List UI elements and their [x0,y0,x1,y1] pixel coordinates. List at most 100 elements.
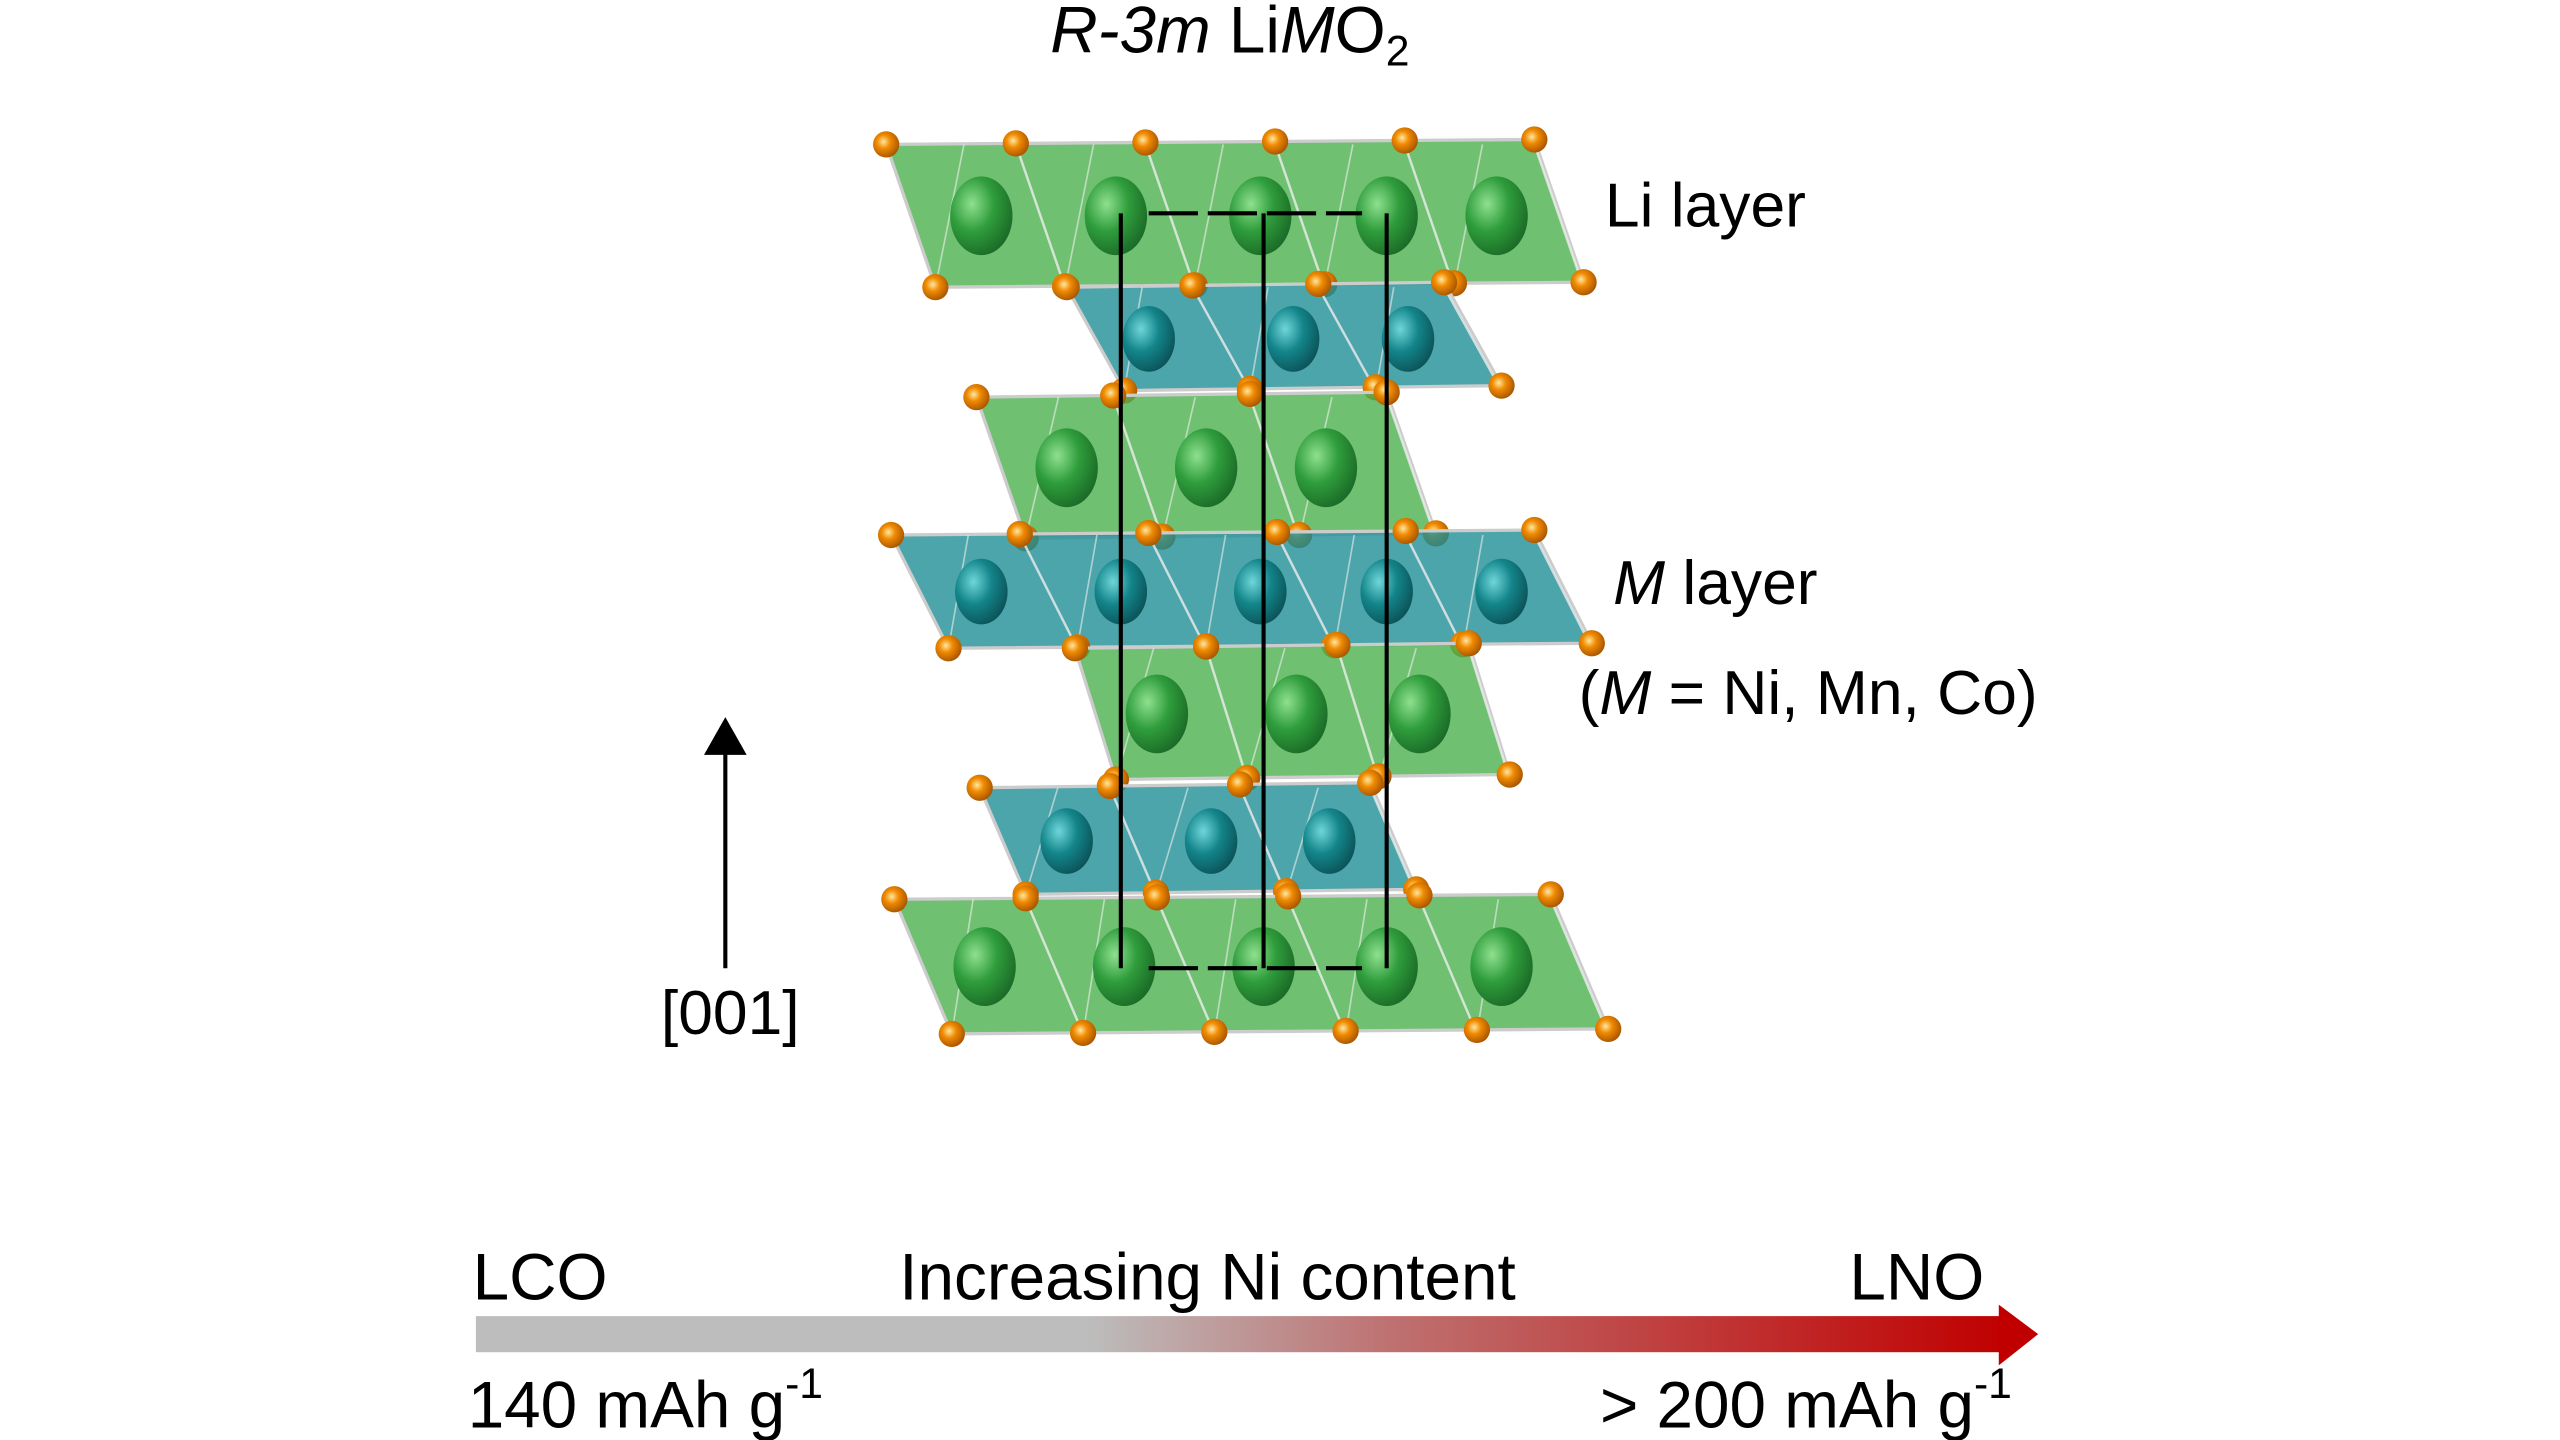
octahedron-edge [1403,144,1456,288]
space-group: R-3m [1050,0,1210,67]
octahedron-edge [1273,144,1326,288]
m-atom [1302,808,1356,874]
li-atom [950,176,1013,256]
octahedron-edge [1024,898,1085,1035]
oxygen-atom [1143,884,1171,911]
li-atom [1265,674,1328,754]
li-atom [1125,674,1189,754]
oxygen-atom [1357,769,1384,796]
oxygen-atom [1496,761,1523,788]
oxygen-atom [1193,633,1220,660]
m-definition-label: (M = Ni, Mn, Co) [1579,659,2038,728]
octahedron-edge [1275,534,1336,649]
li-atom [1388,674,1451,754]
octahedron-edge [1147,534,1207,649]
oxygen-atom [1305,270,1332,298]
octahedron-edge [1076,534,1098,649]
oxygen-atom [1406,882,1433,909]
oxygen-atom [1053,274,1080,301]
direction-arrow-icon [704,717,747,969]
octahedron-edge [1285,787,1319,895]
oxygen-atom [1006,520,1033,548]
octahedron-edge [1108,787,1157,895]
octahedron-edge [1462,534,1484,649]
oxygen-atom [1537,881,1564,908]
oxygen-atom [938,1020,965,1047]
oxygen-atom [1275,883,1302,910]
increasing-ni-label: Increasing Ni content [899,1241,1515,1314]
li-atom [1465,176,1528,256]
octahedron-edge [1317,286,1377,392]
lco-label: LCO [473,1241,608,1314]
li-layer-label: Li layer [1605,171,1806,240]
oxygen-atom [922,274,949,301]
octahedron-edge [1064,144,1095,288]
octahedron-edge [1155,787,1189,895]
lno-capacity: > 200 mAh g-1 [1600,1360,2012,1440]
oxygen-atom [1570,269,1597,296]
oxygen-atom [1578,630,1605,657]
oxygen-atom [1135,519,1162,547]
m-atom [1234,558,1287,625]
octahedron-edge [1404,534,1465,649]
octahedron-edge [1418,898,1479,1035]
oxygen-atom [1096,772,1124,800]
li-atom [1294,428,1358,508]
octahedron-edge [1193,144,1225,288]
oxygen-atom [935,635,962,662]
layered-crystal-structure [873,126,1622,1047]
li-atom [1084,176,1148,256]
oxygen-atom [877,521,905,549]
m-atom [1122,306,1175,372]
oxygen-atom [1261,128,1289,155]
oxygen-atom [1488,372,1515,399]
lco-capacity: 140 mAh g-1 [468,1360,823,1440]
li-atom [953,927,1016,1006]
li-atom [1470,927,1533,1006]
octahedron-edge [1191,286,1251,392]
octahedron-edge [1205,534,1227,649]
li-atom [1035,428,1098,508]
oxygen-atom [1226,771,1254,798]
oxygen-atom [1463,1016,1491,1044]
octahedron-edge [1323,144,1354,288]
oxygen-atom [963,384,990,411]
octahedron-edge [1385,396,1438,539]
oxygen-atom [881,886,908,913]
m-layer-label: M layer [1613,549,1817,618]
octahedron-edge [1204,647,1249,780]
m-atom [1266,306,1320,372]
oxygen-atom [1392,517,1419,545]
octahedron-edge [1144,144,1196,288]
oxygen-atom [1201,1018,1228,1046]
m-atom [1381,306,1435,372]
octahedron-edge [1333,534,1356,649]
octahedron-edge [1549,898,1610,1035]
figure-title: R-3m LiMO2 [1050,0,1409,76]
oxygen-atom [1179,272,1206,299]
octahedron-edge [1287,898,1347,1035]
octahedron-edge [1443,286,1503,392]
m-atom [1040,808,1093,874]
oxygen-atom [1595,1015,1622,1043]
oxygen-atom [1521,516,1548,544]
oxygen-atom [1236,380,1264,407]
oxygen-atom [1455,630,1482,657]
octahedron-edge [1018,534,1079,649]
m-atom [1475,558,1528,625]
m-atom [1184,808,1238,874]
ni-content-gradient-arrow [475,1304,2039,1366]
oxygen-atom [1521,126,1548,153]
oxygen-atom [1430,269,1458,296]
octahedron-edge [1467,647,1511,780]
oxygen-atom [1324,631,1351,659]
oxygen-atom [1132,129,1159,156]
octahedron-edge [1533,144,1585,288]
octahedron-edge [934,144,965,288]
oxygen-atom [1263,518,1291,546]
octahedron-edge [1014,144,1067,288]
li-atom [1229,176,1292,256]
octahedron-edge [1533,534,1593,649]
oxygen-atom [1012,885,1039,912]
oxygen-atom [873,131,900,158]
